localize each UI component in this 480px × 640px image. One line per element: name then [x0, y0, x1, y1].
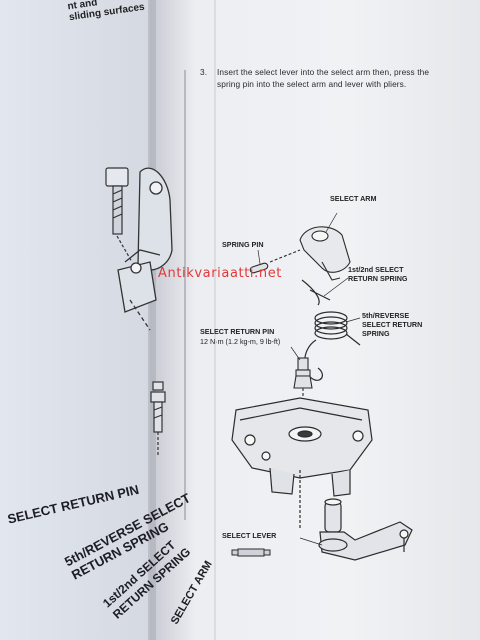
right-page	[150, 0, 480, 640]
label-spring-pin: SPRING PIN	[222, 240, 264, 249]
watermark-text: Antikvariaatti.net	[158, 266, 282, 281]
spring-pin-part	[249, 249, 301, 274]
select-lever-part	[299, 498, 413, 561]
transmission-housing-part	[231, 397, 373, 530]
first-second-return-spring	[301, 277, 349, 306]
left-return-pin-drawing	[150, 381, 166, 455]
select-arm-part	[299, 212, 351, 281]
label-torque-spec: 12 N·m (1.2 kg-m, 9 lb-ft)	[200, 337, 280, 346]
label-fifth-reverse-return-spring: 5th/REVERSE SELECT RETURN SPRING	[362, 311, 423, 338]
torque-value: 12 N·m (1.2 kg-m, 9 lb-ft)	[200, 337, 281, 346]
label-select-arm: SELECT ARM	[330, 194, 377, 203]
label-first-second-return-spring: 1st/2nd SELECT RETURN SPRING	[348, 265, 408, 283]
fifth-reverse-return-spring	[304, 311, 361, 381]
step-text: Insert the select lever into the select …	[217, 67, 430, 89]
label-select-lever: SELECT LEVER	[222, 531, 277, 540]
special-tool-icon	[231, 548, 271, 557]
left-bolt-drawing	[105, 167, 133, 263]
page-gutter-shadow	[148, 0, 156, 640]
select-return-pin-part	[290, 346, 313, 420]
label-select-return-pin: SELECT RETURN PIN	[200, 327, 275, 336]
left-select-arm-drawing	[117, 167, 173, 331]
step-number: 3.	[200, 67, 208, 77]
instruction-step-3: 3. Insert the select lever into the sele…	[200, 66, 435, 90]
